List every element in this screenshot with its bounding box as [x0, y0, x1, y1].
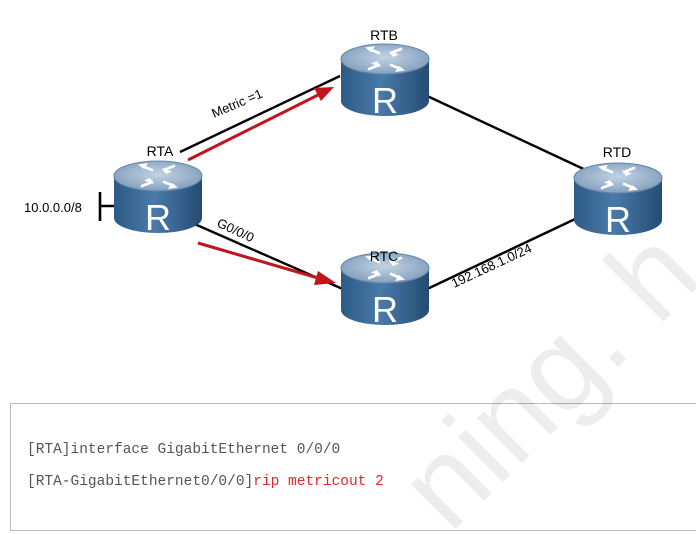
link-rta-rtb — [179, 74, 341, 154]
router-rtb: R RTB — [339, 27, 431, 121]
router-glyph: R — [372, 289, 398, 330]
command-line-1: [RTA]interface GigabitEthernet 0/0/0 — [27, 442, 341, 458]
router-glyph: R — [605, 199, 631, 240]
command-prompt: [RTA-GigabitEthernet0/0/0] — [27, 474, 254, 490]
network-label: 10.0.0.0/8 — [24, 200, 82, 215]
router-label: RTD — [603, 144, 632, 160]
router-glyph: R — [372, 80, 398, 121]
router-glyph: R — [145, 197, 171, 238]
arrow-icon — [187, 87, 334, 162]
router-label: RTA — [147, 143, 174, 159]
router-rta: R RTA — [112, 143, 204, 238]
network-topology-diagram: R RTA R RTB R RTC R RTD 10.0.0.0/8 Metri… — [24, 27, 664, 330]
router-rtc: R RTC — [339, 248, 431, 330]
arrow-icon — [197, 241, 336, 285]
router-rtd: R RTD — [572, 144, 664, 240]
command-box: [RTA]interface GigabitEthernet 0/0/0 [RT… — [10, 403, 696, 531]
command-highlight: rip metricout 2 — [253, 474, 384, 490]
command-line-2: [RTA-GigabitEthernet0/0/0]rip metricout … — [27, 474, 384, 490]
router-label: RTB — [370, 27, 398, 43]
link-rtb-rtd — [424, 93, 591, 174]
router-label: RTC — [370, 248, 399, 264]
subnet-label: 192.168.1.0/24 — [449, 240, 534, 290]
link-rtc-rtd — [424, 210, 591, 292]
